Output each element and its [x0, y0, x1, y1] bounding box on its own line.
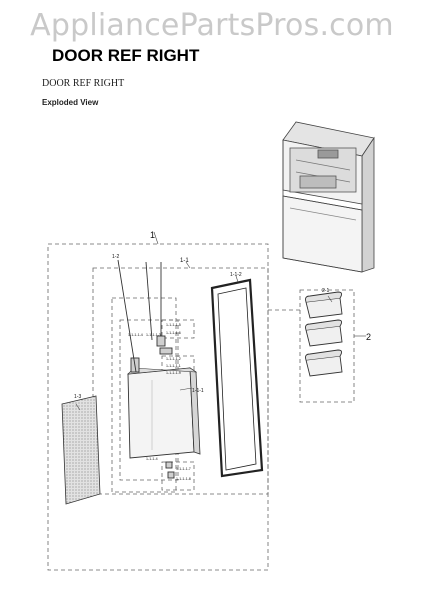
callout-sub-1: 1-1-1-1-4 — [128, 333, 143, 337]
callout-1: 1 — [150, 230, 155, 240]
callout-sub-7: 1-1-1-4 — [146, 457, 158, 461]
page-title: DOOR REF RIGHT — [52, 46, 200, 65]
leader-lines — [75, 231, 366, 411]
callout-2: 2 — [366, 332, 371, 342]
callout-2-1: 2-1 — [322, 288, 329, 294]
callout-sub-6: 1-1-1-1-1 — [166, 364, 181, 368]
callout-1-1-1: 1-1-1 — [192, 388, 204, 394]
door-cover-panel — [61, 395, 101, 505]
hinge-parts — [117, 259, 175, 479]
callout-sub-2: 1-1-1-1-3 — [146, 333, 161, 337]
callout-1-3: 1-3 — [74, 394, 81, 400]
callout-sub-9: 1-1-1-1-8 — [176, 477, 191, 481]
section-title: DOOR REF RIGHT — [42, 78, 125, 89]
refrigerator-cabinet — [282, 121, 375, 273]
callout-1-1: 1-1 — [180, 258, 189, 264]
callout-sub-8: 1-1-1-1-7 — [176, 467, 191, 471]
callout-sub-10: 1-1-1-1-9 — [166, 371, 181, 375]
door-bins — [305, 291, 343, 377]
callout-1-2: 1-2 — [112, 254, 119, 260]
callout-1-1-2: 1-1-2 — [230, 272, 242, 278]
callout-sub-5: 1-1-1-1-2 — [166, 357, 181, 361]
watermark: AppliancePartsPros.com — [30, 8, 394, 43]
door-panel — [127, 367, 201, 459]
callout-sub-3: 1-1-1-1-5 — [166, 323, 181, 327]
view-label: Exploded View — [42, 98, 99, 107]
callout-labels: 1 1-2 1-1 1-1-2 1-3 1-1-1 2 2-1 1-1-1-1-… — [74, 230, 371, 481]
callout-sub-4: 1-1-1-1-6 — [166, 331, 181, 335]
door-gasket — [210, 278, 264, 478]
